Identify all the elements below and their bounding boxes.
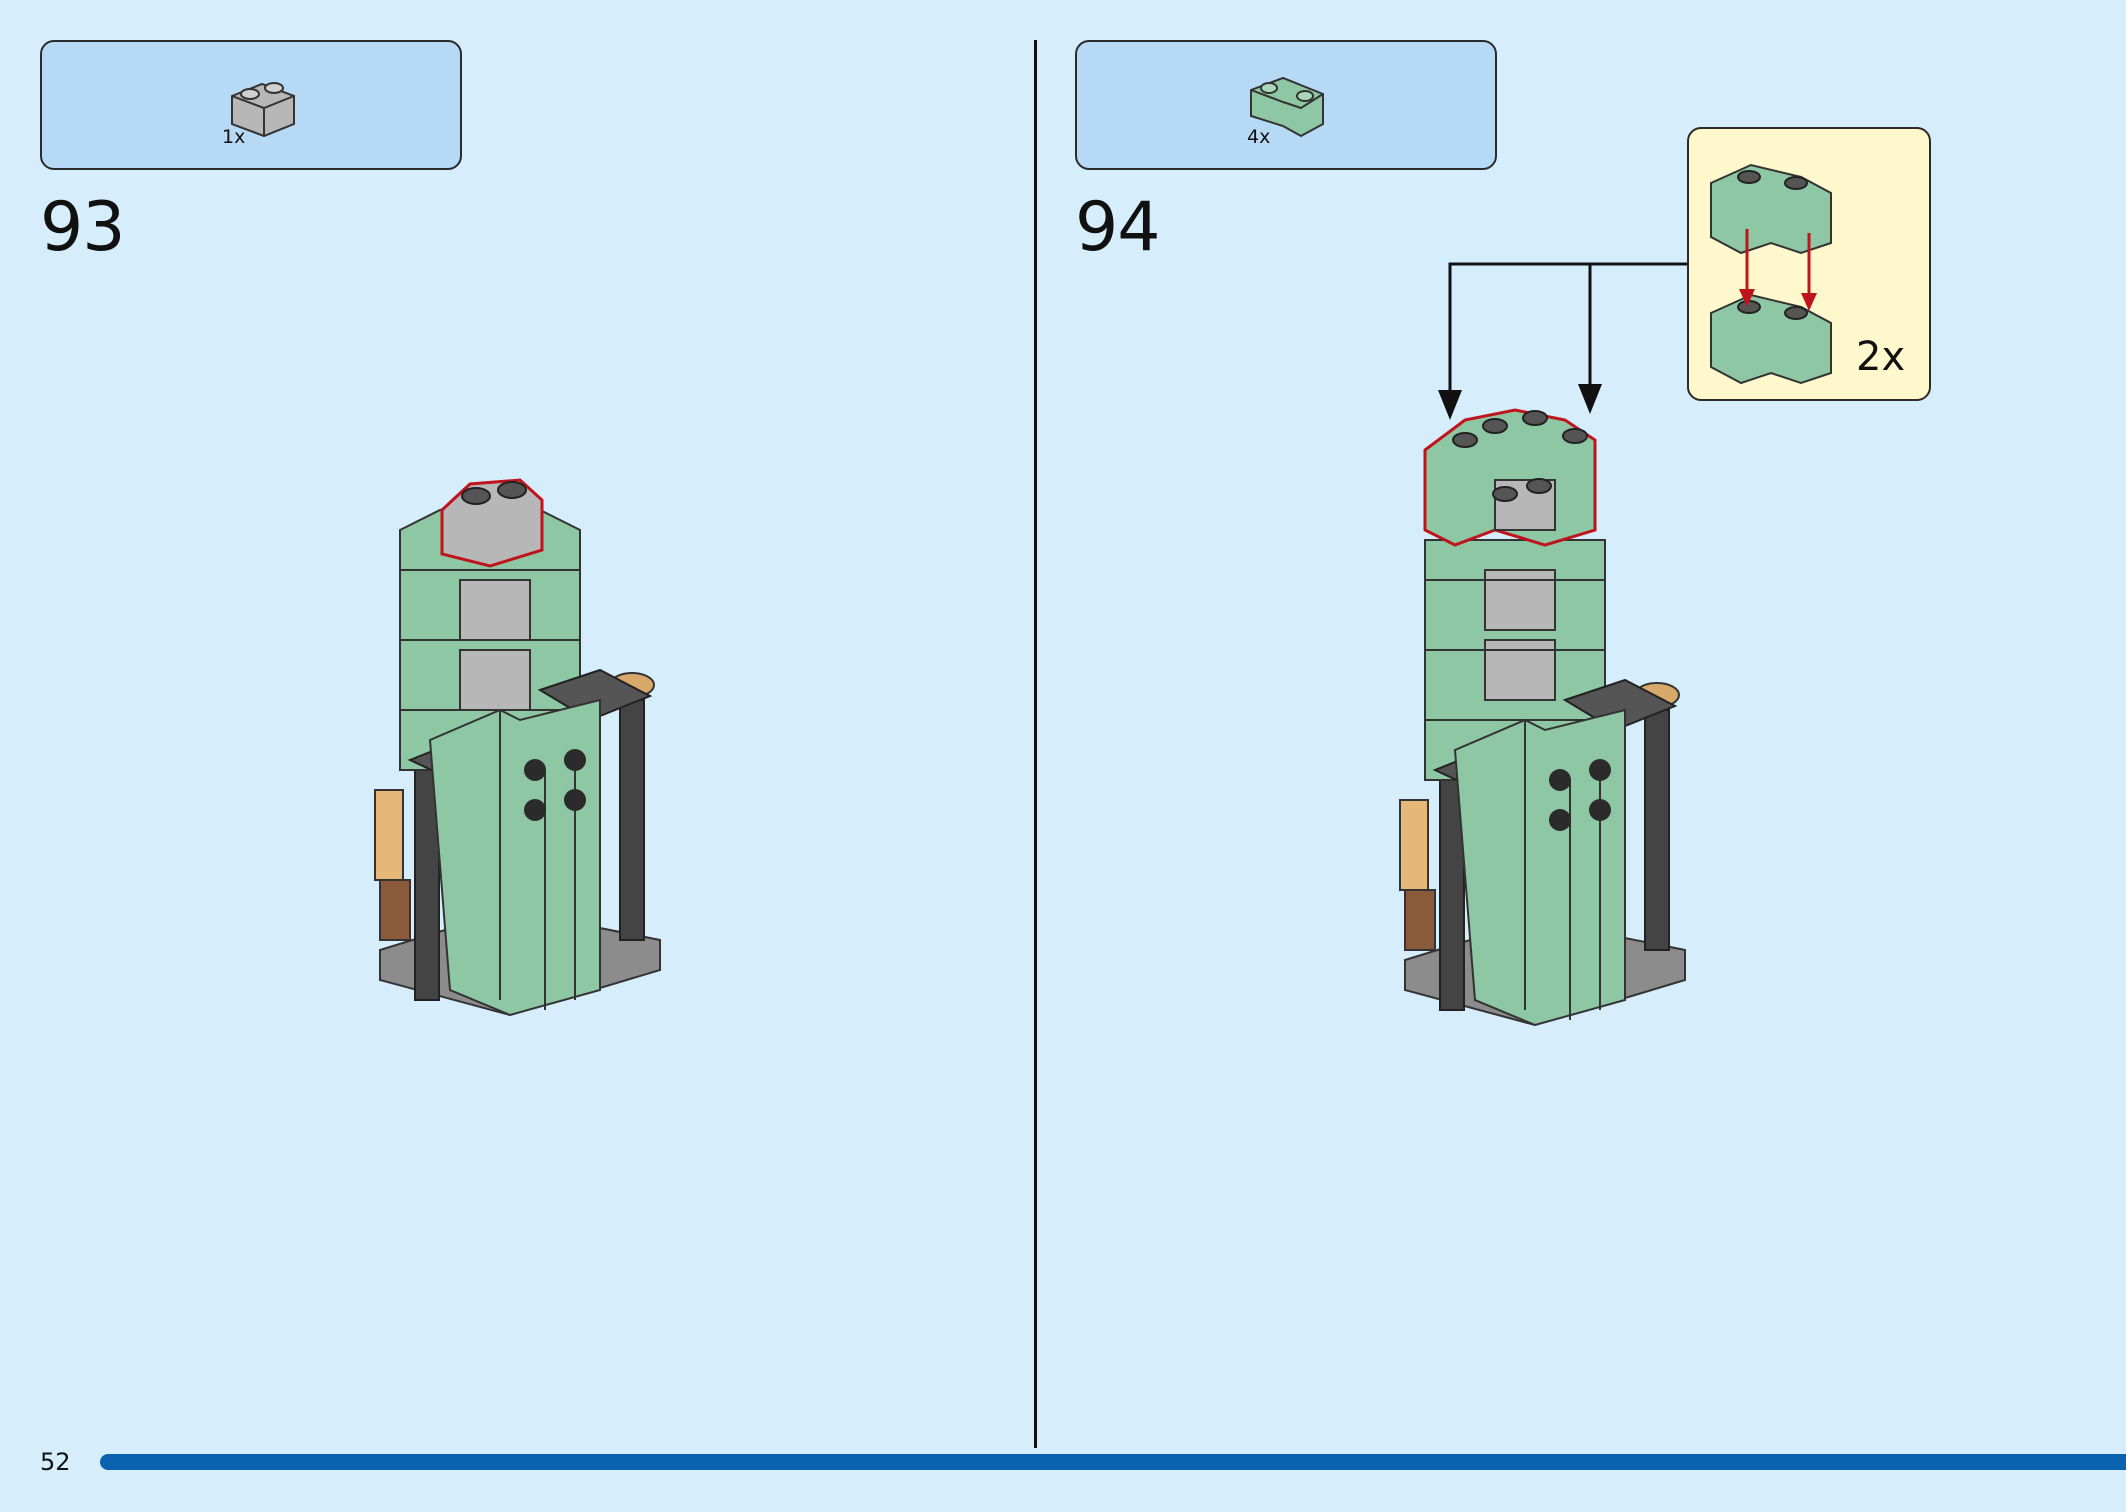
brick-1x2-icon <box>231 82 295 138</box>
progress-bar <box>100 1454 2126 1470</box>
corner-brick-icon <box>1250 76 1324 138</box>
parts-list-step-94 <box>1075 40 1497 170</box>
step-number: 94 <box>1075 188 1161 267</box>
page-divider <box>1034 40 1037 1448</box>
part-quantity: 4x <box>1247 126 1271 148</box>
sub-assembly-diagram <box>1710 163 1832 385</box>
page-number: 52 <box>40 1448 71 1476</box>
callout-multiplier: 2x <box>1856 334 1906 380</box>
step-number: 93 <box>40 188 126 267</box>
model-step-93 <box>374 478 661 1017</box>
part-quantity: 1x <box>222 126 246 148</box>
model-step-94 <box>1399 408 1686 1027</box>
sub-assembly-callout <box>1687 127 1931 401</box>
parts-list-step-93 <box>40 40 462 170</box>
